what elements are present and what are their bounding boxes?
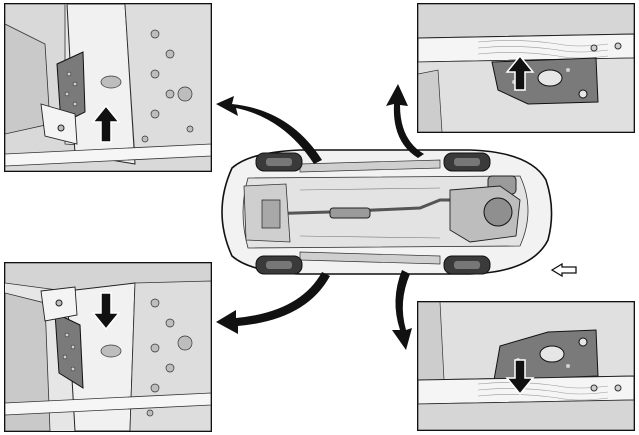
rear-left-underbody-drawing <box>5 263 211 431</box>
callout-arrow-front-right-icon <box>386 84 424 158</box>
push-up-arrow-icon <box>91 104 121 143</box>
front-left-underbody-drawing <box>5 4 211 171</box>
front-right-underbody-drawing <box>418 4 634 132</box>
detail-panel-front-left <box>4 3 212 172</box>
push-up-arrow-icon <box>505 54 535 91</box>
callout-arrow-rear-left-icon <box>216 272 330 334</box>
car-underside-illustration <box>221 149 553 275</box>
push-down-arrow-icon <box>505 359 535 396</box>
detail-panel-rear-left <box>4 262 212 432</box>
callout-arrows <box>216 84 424 350</box>
rear-right-underbody-drawing <box>418 302 634 430</box>
detail-panel-rear-right <box>417 301 635 431</box>
callout-arrow-rear-right-icon <box>392 270 412 350</box>
push-down-arrow-icon <box>91 292 121 331</box>
front-direction-arrow-icon <box>550 262 577 278</box>
callout-arrow-front-left-icon <box>216 96 322 164</box>
detail-panel-front-right <box>417 3 635 133</box>
